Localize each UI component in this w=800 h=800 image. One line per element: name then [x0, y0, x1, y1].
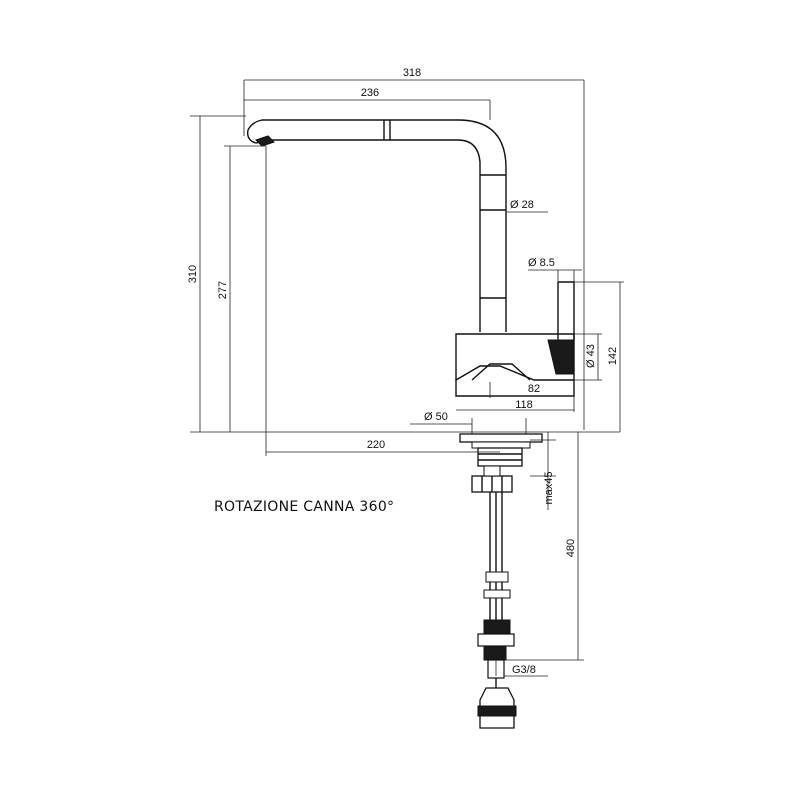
dimension-lines — [190, 79, 624, 677]
dim-diameter-28: Ø 28 — [510, 199, 534, 211]
dim-277: 277 — [217, 281, 229, 299]
dim-diameter-50: Ø 50 — [424, 411, 448, 423]
dim-max45: max45 — [543, 471, 555, 504]
mounting-assembly — [459, 433, 543, 729]
faucet-spout — [246, 119, 507, 332]
dim-142: 142 — [607, 347, 619, 365]
dim-310: 310 — [187, 265, 199, 283]
dim-118: 118 — [515, 399, 533, 411]
dim-480: 480 — [565, 539, 577, 557]
dim-318: 318 — [403, 67, 421, 79]
dim-236: 236 — [361, 87, 379, 99]
aerator-tip — [255, 135, 275, 147]
faucet-body — [455, 281, 575, 397]
lever-handle — [547, 339, 575, 375]
dim-82: 82 — [528, 383, 540, 395]
rotation-caption: ROTAZIONE CANNA 360° — [214, 499, 394, 515]
dim-diameter-43: Ø 43 — [585, 344, 597, 368]
dim-220: 220 — [367, 439, 385, 451]
dim-g3-8: G3/8 — [512, 664, 536, 676]
dimension-labels: 318 236 310 277 220 Ø 28 Ø 8.5 Ø 43 142 … — [187, 67, 619, 676]
dim-diameter-8-5: Ø 8.5 — [528, 257, 555, 269]
